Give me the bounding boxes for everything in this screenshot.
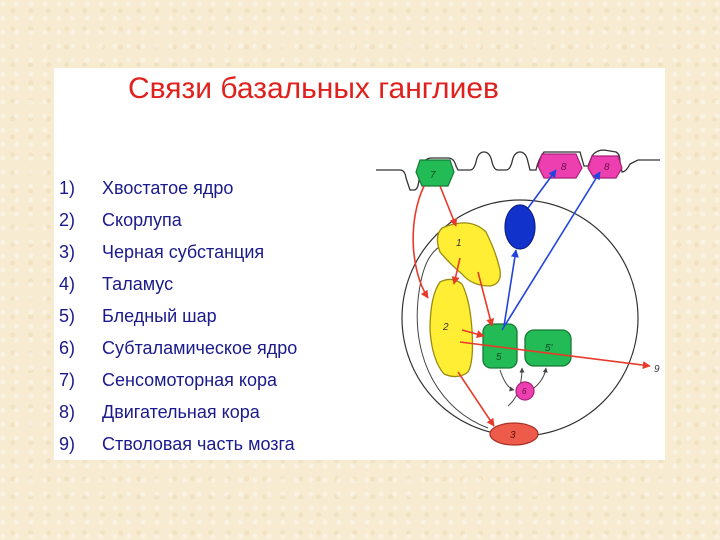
label-8b: 8 bbox=[604, 162, 610, 173]
legend-label: Черная субстанция bbox=[102, 242, 265, 262]
slide-title: Связи базальных ганглиев bbox=[128, 72, 499, 105]
legend-label: Таламус bbox=[102, 274, 174, 294]
sensorimotor-cortex-region bbox=[415, 159, 455, 187]
label-5: 5 bbox=[496, 352, 502, 363]
legend-label: Сенсомоторная кора bbox=[102, 370, 278, 390]
legend-item: 4) Таламус bbox=[59, 272, 297, 304]
legend-label: Двигательная кора bbox=[102, 402, 260, 422]
legend-number: 9) bbox=[59, 434, 76, 454]
legend-label: Стволовая часть мозга bbox=[102, 434, 295, 454]
arrow-pallidus-to-subthalamic bbox=[499, 369, 515, 392]
label-7: 7 bbox=[430, 170, 436, 181]
legend-item: 3) Черная субстанция bbox=[59, 240, 297, 272]
legend-item: 7) Сенсомоторная кора bbox=[59, 368, 297, 400]
legend-number: 6) bbox=[59, 338, 76, 358]
legend-number: 8) bbox=[59, 402, 76, 422]
legend-number: 4) bbox=[59, 274, 76, 294]
arrow-nigra-to-cortex bbox=[501, 171, 601, 331]
legend-number: 3) bbox=[59, 242, 76, 262]
motor-cortex-region-a bbox=[537, 153, 583, 179]
arrow-putamen-to-pallidus bbox=[461, 329, 485, 338]
thalamus-shape bbox=[504, 204, 536, 250]
arrow-cortex-to-caudate bbox=[439, 185, 458, 227]
arrow-caudate-to-pallidus bbox=[477, 271, 495, 327]
legend-number: 5) bbox=[59, 306, 76, 326]
arrow-caudate-to-putamen bbox=[451, 257, 461, 285]
label-2: 2 bbox=[442, 322, 449, 333]
slide-panel bbox=[54, 68, 665, 460]
legend-list: 1) Хвостатое ядро 2) Скорлупа 3) Черная суб… bbox=[59, 176, 297, 464]
legend-number: 2) bbox=[59, 210, 76, 230]
label-3: 3 bbox=[510, 430, 516, 441]
loop-arrow-left bbox=[416, 243, 489, 429]
label-1: 1 bbox=[456, 238, 462, 249]
arrow-subthalamic-to-pallidus bbox=[533, 367, 548, 389]
label-9: 9 bbox=[654, 364, 660, 375]
subthalamic-nucleus-shape bbox=[515, 381, 535, 401]
legend-item: 2) Скорлупа bbox=[59, 208, 297, 240]
legend-label: Бледный шар bbox=[102, 306, 217, 326]
arrow-cortex-to-putamen bbox=[412, 185, 429, 299]
globus-pallidus-outer bbox=[524, 329, 572, 367]
substantia-nigra-shape bbox=[489, 422, 539, 446]
caudate-nucleus-shape bbox=[436, 222, 501, 287]
arrow-putamen-to-nigra bbox=[457, 371, 495, 427]
label-5-prime: 5' bbox=[545, 343, 554, 354]
legend-number: 7) bbox=[59, 370, 76, 390]
putamen-shape bbox=[429, 278, 474, 378]
legend-item: 9) Стволовая часть мозга bbox=[59, 432, 297, 464]
legend-item: 8) Двигательная кора bbox=[59, 400, 297, 432]
legend-item: 6) Субталамическое ядро bbox=[59, 336, 297, 368]
globus-pallidus-inner bbox=[482, 323, 518, 369]
legend-number: 1) bbox=[59, 178, 76, 198]
legend-item: 1) Хвостатое ядро bbox=[59, 176, 297, 208]
label-8a: 8 bbox=[561, 162, 567, 173]
arrow-thalamus-to-motor-cortex bbox=[527, 169, 557, 209]
label-6: 6 bbox=[522, 387, 527, 396]
legend-label: Хвостатое ядро bbox=[102, 178, 234, 198]
legend-label: Скорлупа bbox=[102, 210, 182, 230]
arrow-pallidus-to-thalamus bbox=[503, 249, 519, 327]
legend-label: Субталамическое ядро bbox=[102, 338, 298, 358]
legend-item: 5) Бледный шар bbox=[59, 304, 297, 336]
arrow-to-brainstem bbox=[459, 341, 651, 370]
